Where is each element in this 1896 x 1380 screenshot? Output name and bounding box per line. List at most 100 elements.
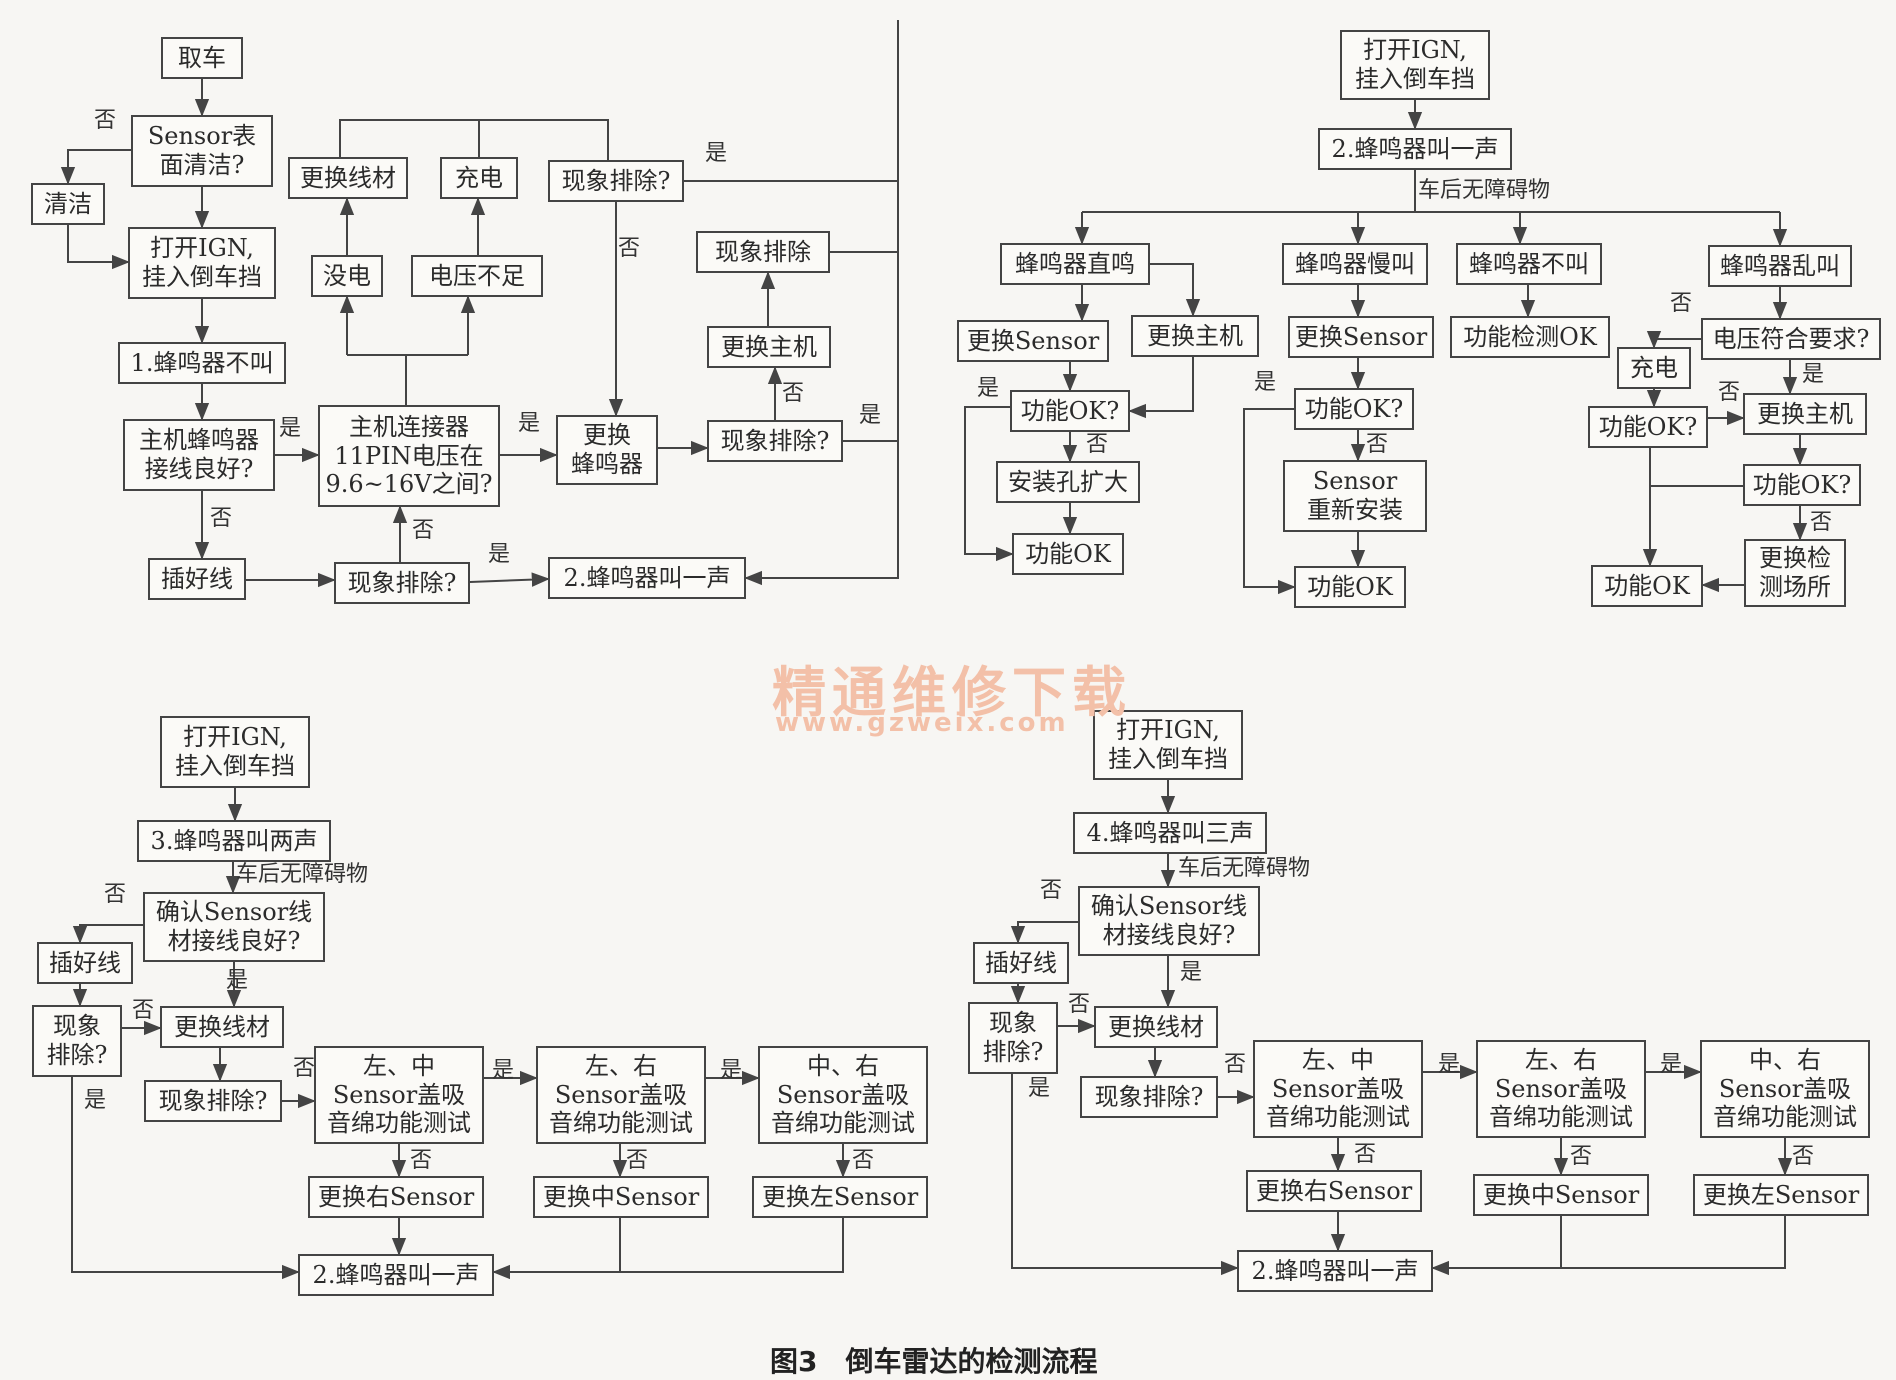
- node-b7: 更换Sensor: [957, 320, 1109, 362]
- edge-label-no: 否: [1354, 1142, 1377, 1167]
- node-b23: 更换检 测场所: [1744, 539, 1846, 607]
- edge-label-no: 否: [293, 1056, 316, 1081]
- node-b21: 功能OK?: [1743, 464, 1861, 506]
- connector-line: [60, 149, 131, 185]
- node-a18: 更换主机: [707, 326, 831, 368]
- node-a19: 现象排除: [696, 231, 830, 273]
- edge-label-yes: 是: [1660, 1052, 1683, 1077]
- node-b14: Sensor 重新安装: [1283, 460, 1427, 532]
- edge-label-no: 否: [94, 108, 117, 133]
- node-a6: 主机蜂鸣器 接线良好?: [123, 419, 275, 491]
- connector-line: [72, 924, 143, 944]
- node-a16: 更换 蜂鸣器: [556, 415, 658, 485]
- edge-label-yes: 是: [1180, 960, 1203, 985]
- node-a13: 更换线材: [288, 157, 408, 199]
- node-c14: 2.蜂鸣器叫一声: [298, 1254, 494, 1296]
- connector-line: [1150, 263, 1201, 317]
- edge-label-no-obstacle: 车后无障碍物: [1418, 178, 1551, 203]
- edge-label-yes: 是: [977, 376, 1000, 401]
- node-d12: 更换中Sensor: [1473, 1174, 1649, 1216]
- connector-line: [1646, 330, 1701, 349]
- node-d11: 更换右Sensor: [1246, 1170, 1422, 1212]
- connector-line: [469, 572, 550, 587]
- node-d13: 更换左Sensor: [1693, 1174, 1869, 1216]
- connector-line: [1243, 408, 1296, 595]
- edge-label-no: 否: [618, 236, 641, 261]
- edge-label-yes: 是: [705, 141, 728, 166]
- node-b12: 更换Sensor: [1288, 316, 1434, 358]
- node-d9: 左、右 Sensor盖吸 音绵功能测试: [1476, 1040, 1646, 1138]
- connector-line: [1128, 357, 1194, 419]
- node-a7: 插好线: [148, 558, 246, 600]
- connector-line: [492, 1218, 844, 1280]
- edge-label-no-obstacle: 车后无障碍物: [236, 862, 369, 887]
- edge-label-yes: 是: [859, 403, 882, 428]
- node-c1: 打开IGN, 挂入倒车挡: [160, 716, 310, 788]
- node-d1: 打开IGN, 挂入倒车挡: [1093, 710, 1243, 780]
- node-b15: 功能OK: [1294, 566, 1406, 608]
- edge-label-no-obstacle: 车后无障碍物: [1178, 856, 1311, 881]
- edge-label-no: 否: [1224, 1052, 1247, 1077]
- connector-line: [744, 20, 899, 586]
- node-a9: 2.蜂鸣器叫一声: [548, 557, 746, 599]
- edge-label-no: 否: [626, 1148, 649, 1173]
- node-b13: 功能OK?: [1294, 388, 1414, 430]
- node-b5: 蜂鸣器不叫: [1456, 243, 1602, 285]
- node-a4: 打开IGN, 挂入倒车挡: [128, 227, 276, 299]
- node-a8: 现象排除?: [334, 562, 470, 604]
- node-b4: 蜂鸣器慢叫: [1282, 243, 1428, 285]
- node-b2: 2.蜂鸣器叫一声: [1318, 128, 1512, 170]
- node-a14: 充电: [440, 157, 518, 199]
- edge-label-yes: 是: [1028, 1076, 1051, 1101]
- edge-label-yes: 是: [1802, 362, 1825, 387]
- node-d10: 中、右 Sensor盖吸 音绵功能测试: [1700, 1040, 1870, 1138]
- edge-label-no: 否: [1670, 291, 1693, 316]
- edge-label-yes: 是: [1254, 370, 1277, 395]
- connector-line: [1010, 921, 1078, 944]
- node-a11: 没电: [311, 255, 383, 297]
- edge-label-yes: 是: [518, 411, 541, 436]
- edge-label-no: 否: [1792, 1144, 1815, 1169]
- edge-label-no: 否: [104, 882, 127, 907]
- edge-label-no: 否: [1366, 432, 1389, 457]
- edge-label-yes: 是: [1438, 1052, 1461, 1077]
- edge-label-no: 否: [210, 506, 233, 531]
- edge-label-no: 否: [412, 518, 435, 543]
- node-c11: 更换右Sensor: [308, 1176, 484, 1218]
- node-d5: 现象 排除?: [968, 1002, 1058, 1074]
- connector-line: [1431, 1216, 1786, 1276]
- node-d4: 插好线: [973, 942, 1069, 984]
- edge-label-no: 否: [782, 381, 805, 406]
- edge-label-no: 否: [1810, 510, 1833, 535]
- node-a1: 取车: [161, 37, 243, 79]
- node-b18: 充电: [1617, 347, 1691, 389]
- node-c6: 更换线材: [160, 1006, 284, 1048]
- node-a15: 现象排除?: [548, 160, 684, 202]
- edge-label-yes: 是: [492, 1058, 515, 1083]
- figure-caption: 图3 倒车雷达的检测流程: [770, 1345, 1098, 1378]
- node-c8: 左、中 Sensor盖吸 音绵功能测试: [314, 1046, 484, 1144]
- node-b8: 更换主机: [1131, 315, 1259, 357]
- edge-label-yes: 是: [488, 542, 511, 567]
- node-b3: 蜂鸣器直鸣: [1000, 243, 1150, 285]
- edge-label-yes: 是: [279, 416, 302, 441]
- node-c13: 更换左Sensor: [752, 1176, 928, 1218]
- node-d3: 确认Sensor线 材接线良好?: [1078, 886, 1260, 956]
- node-b16: 功能检测OK: [1450, 316, 1610, 358]
- node-c7: 现象排除?: [144, 1080, 282, 1122]
- node-a3: 清洁: [31, 183, 105, 225]
- edge-label-no: 否: [852, 1148, 875, 1173]
- node-a2: Sensor表 面清洁?: [131, 115, 273, 187]
- node-c10: 中、右 Sensor盖吸 音绵功能测试: [758, 1046, 928, 1144]
- connector-line: [67, 225, 130, 270]
- node-d14: 2.蜂鸣器叫一声: [1237, 1250, 1433, 1292]
- edge-label-no: 否: [1570, 1144, 1593, 1169]
- node-c12: 更换中Sensor: [533, 1176, 709, 1218]
- node-c2: 3.蜂鸣器叫两声: [137, 820, 331, 862]
- node-b9: 功能OK?: [1010, 390, 1130, 432]
- edge-label-no: 否: [1718, 380, 1741, 405]
- connector-line: [1011, 1074, 1239, 1276]
- node-a5: 1.蜂鸣器不叫: [118, 342, 286, 384]
